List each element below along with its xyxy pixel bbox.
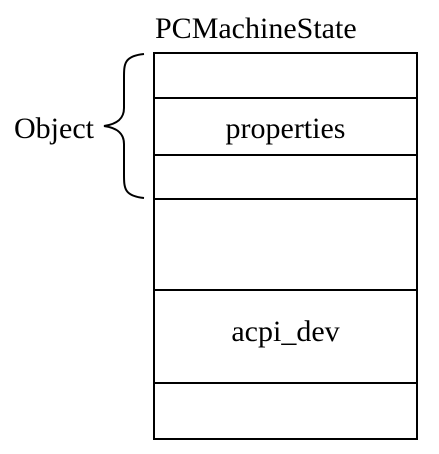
struct-box: properties acpi_dev <box>153 52 418 440</box>
row-divider <box>155 97 416 99</box>
row-divider <box>155 382 416 384</box>
curly-brace-icon <box>103 53 145 199</box>
row-divider <box>155 198 416 200</box>
row-divider <box>155 154 416 156</box>
row-divider <box>155 289 416 291</box>
field-acpi-dev: acpi_dev <box>231 315 340 348</box>
struct-title: PCMachineState <box>155 12 357 45</box>
field-properties: properties <box>225 112 346 145</box>
object-label: Object <box>14 112 94 145</box>
